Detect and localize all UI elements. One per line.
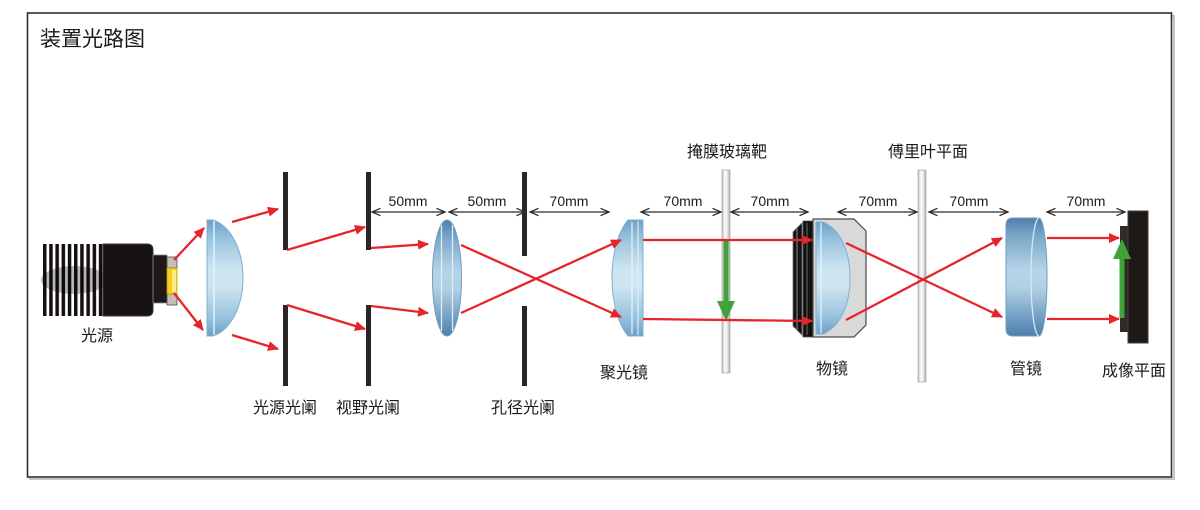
light-ray	[370, 304, 429, 317]
lamp-nose	[152, 254, 168, 304]
objective-front-lens	[815, 221, 851, 335]
light-ray	[231, 333, 279, 351]
heatsink-fins	[43, 244, 104, 316]
label-image-plane: 成像平面	[1102, 362, 1166, 380]
lamp-body	[102, 243, 154, 317]
object-image-markers	[717, 239, 1131, 321]
source-stop-top-blade	[283, 172, 288, 250]
label-field-stop: 视野光阑	[336, 399, 400, 417]
aperture-stop-top-blade	[522, 172, 527, 256]
led-emitter-glow	[172, 270, 176, 292]
image-arrow-head	[1113, 239, 1131, 259]
sensor-body	[1127, 210, 1149, 344]
light-ray	[460, 238, 622, 315]
condenser-lens	[611, 219, 644, 337]
diagram-frame	[26, 12, 1173, 478]
dimension-label: 70mm	[859, 193, 898, 209]
lens-cap-edge	[1030, 217, 1040, 337]
light-ray	[845, 236, 1003, 322]
label-light-source: 光源	[81, 327, 113, 345]
collector-lens	[206, 219, 244, 337]
label-objective: 物镜	[816, 359, 848, 378]
light-ray	[286, 303, 366, 331]
objective-mount-ring	[802, 220, 815, 338]
dimension-label: 70mm	[751, 193, 790, 209]
label-condenser: 聚光镜	[600, 363, 648, 382]
label-tube-lens: 管镜	[1010, 359, 1042, 378]
light-ray	[286, 225, 366, 252]
dimension-label: 50mm	[389, 193, 428, 209]
light-ray	[642, 315, 813, 326]
light-rays	[173, 206, 1120, 351]
dimension-label: 50mm	[468, 193, 507, 209]
dimension-label: 70mm	[664, 193, 703, 209]
fourier-plane-glass	[917, 169, 927, 383]
label-source-stop: 光源光阑	[253, 399, 317, 417]
label-mask-target: 掩膜玻璃靶	[687, 143, 767, 161]
heatsink-shade	[41, 266, 107, 294]
aperture-stop-bottom-blade	[522, 306, 527, 386]
tube-lens	[1005, 217, 1048, 337]
label-aperture-stop: 孔径光阑	[491, 399, 555, 417]
light-ray	[231, 206, 279, 224]
relay-lens	[432, 219, 462, 337]
light-ray	[460, 243, 622, 319]
field-stop-bottom-blade	[366, 305, 371, 386]
light-ray	[173, 292, 204, 331]
dimension-label: 70mm	[950, 193, 989, 209]
light-ray	[370, 239, 429, 250]
dimension-label: 70mm	[550, 193, 589, 209]
objective-lens-assembly	[792, 218, 867, 338]
label-fourier-plane: 傅里叶平面	[888, 143, 968, 161]
diagram-title: 装置光路图	[40, 28, 145, 51]
light-source	[41, 243, 178, 317]
light-ray	[173, 227, 205, 261]
field-stop-top-blade	[366, 172, 371, 250]
source-stop-bottom-blade	[283, 305, 288, 386]
mask-object-arrow-head	[717, 301, 735, 321]
dimension-label: 70mm	[1067, 193, 1106, 209]
